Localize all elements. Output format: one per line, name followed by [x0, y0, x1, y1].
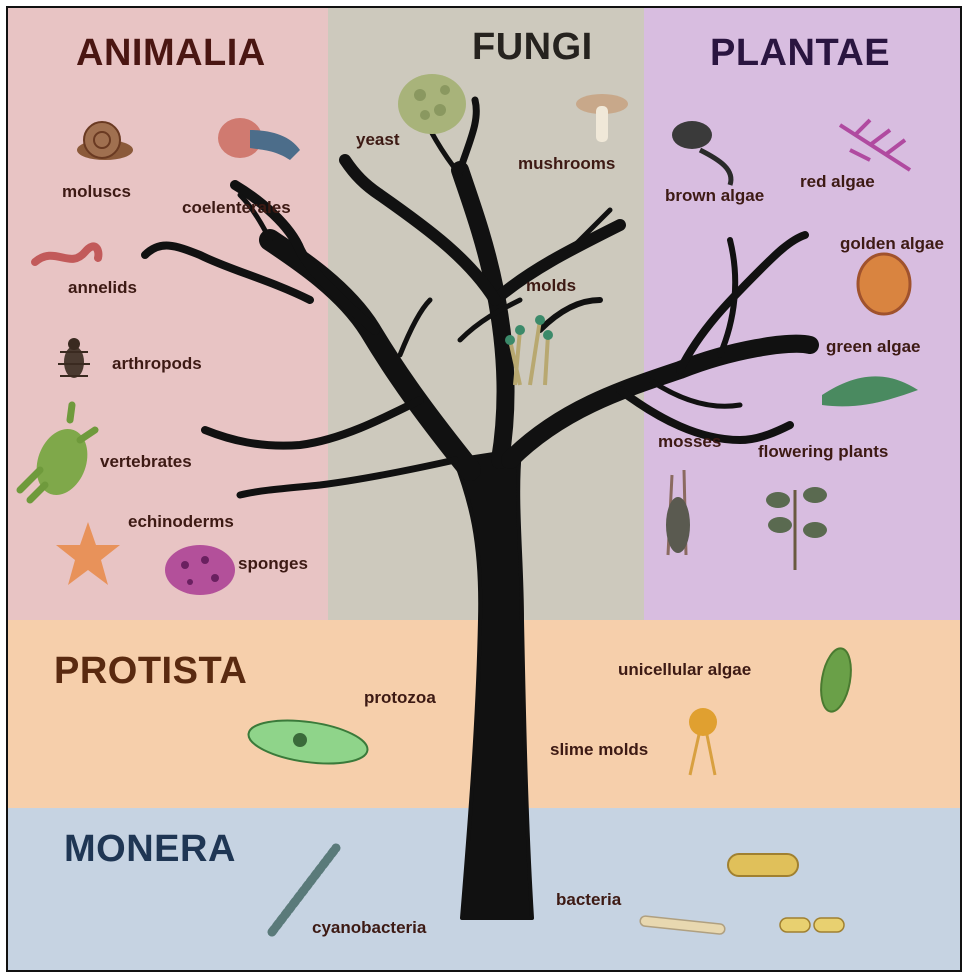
worm-icon [35, 246, 98, 262]
snail-icon [77, 122, 133, 160]
tree-branch [460, 170, 505, 460]
label-vertebrates: vertebrates [100, 452, 192, 472]
mushroom-icon [576, 94, 628, 142]
brown-algae-icon [672, 121, 731, 185]
frog-icon [20, 405, 96, 502]
label-brown-algae: brown algae [665, 186, 764, 206]
moss-icon [666, 470, 690, 555]
monera-title: MONERA [64, 828, 236, 871]
label-red-algae: red algae [800, 172, 875, 192]
green-algae-icon [822, 376, 918, 406]
tree-branch [540, 300, 600, 330]
unicellular-algae-icon [817, 646, 856, 714]
tree-trunk [455, 450, 532, 918]
label-slime-molds: slime molds [550, 740, 648, 760]
label-green-algae: green algae [826, 337, 921, 357]
tree-branch [205, 400, 420, 446]
label-protozoa: protozoa [364, 688, 436, 708]
label-bacteria: bacteria [556, 890, 621, 910]
fungi-title: FUNGI [472, 26, 593, 69]
slime-mold-icon [689, 708, 717, 775]
label-flowering-plants: flowering plants [758, 442, 888, 462]
yeast-icon [398, 74, 466, 134]
jellyfish-icon [218, 118, 300, 160]
flowering-plant-icon [766, 487, 827, 570]
golden-algae-icon [858, 254, 910, 314]
protozoa-icon [246, 714, 370, 770]
label-coelenterales: coelenterales [182, 198, 291, 218]
label-molds: molds [526, 276, 576, 296]
label-echinoderms: echinoderms [128, 512, 234, 532]
label-unicellular-algae: unicellular algae [618, 660, 751, 680]
tree-branch [240, 460, 455, 495]
bacteria-icon [640, 854, 844, 934]
label-mosses: mosses [658, 432, 721, 452]
tree-branch [270, 240, 470, 470]
protista-title: PROTISTA [54, 650, 247, 693]
starfish-icon [56, 522, 120, 585]
label-moluscs: moluscs [62, 182, 131, 202]
label-yeast: yeast [356, 130, 399, 150]
label-annelids: annelids [68, 278, 137, 298]
plantae-title: PLANTAE [710, 32, 890, 75]
animalia-title: ANIMALIA [76, 32, 266, 75]
red-algae-icon [840, 120, 910, 170]
label-sponges: sponges [238, 554, 308, 574]
sponge-icon [165, 545, 235, 595]
label-golden-algae: golden algae [840, 234, 944, 254]
label-arthropods: arthropods [112, 354, 202, 374]
label-mushrooms: mushrooms [518, 154, 615, 174]
beetle-icon [58, 338, 90, 378]
label-cyanobacteria: cyanobacteria [312, 918, 426, 938]
tree-illustration [145, 100, 810, 918]
tree-branch [720, 240, 735, 355]
tree-branch [400, 300, 430, 355]
